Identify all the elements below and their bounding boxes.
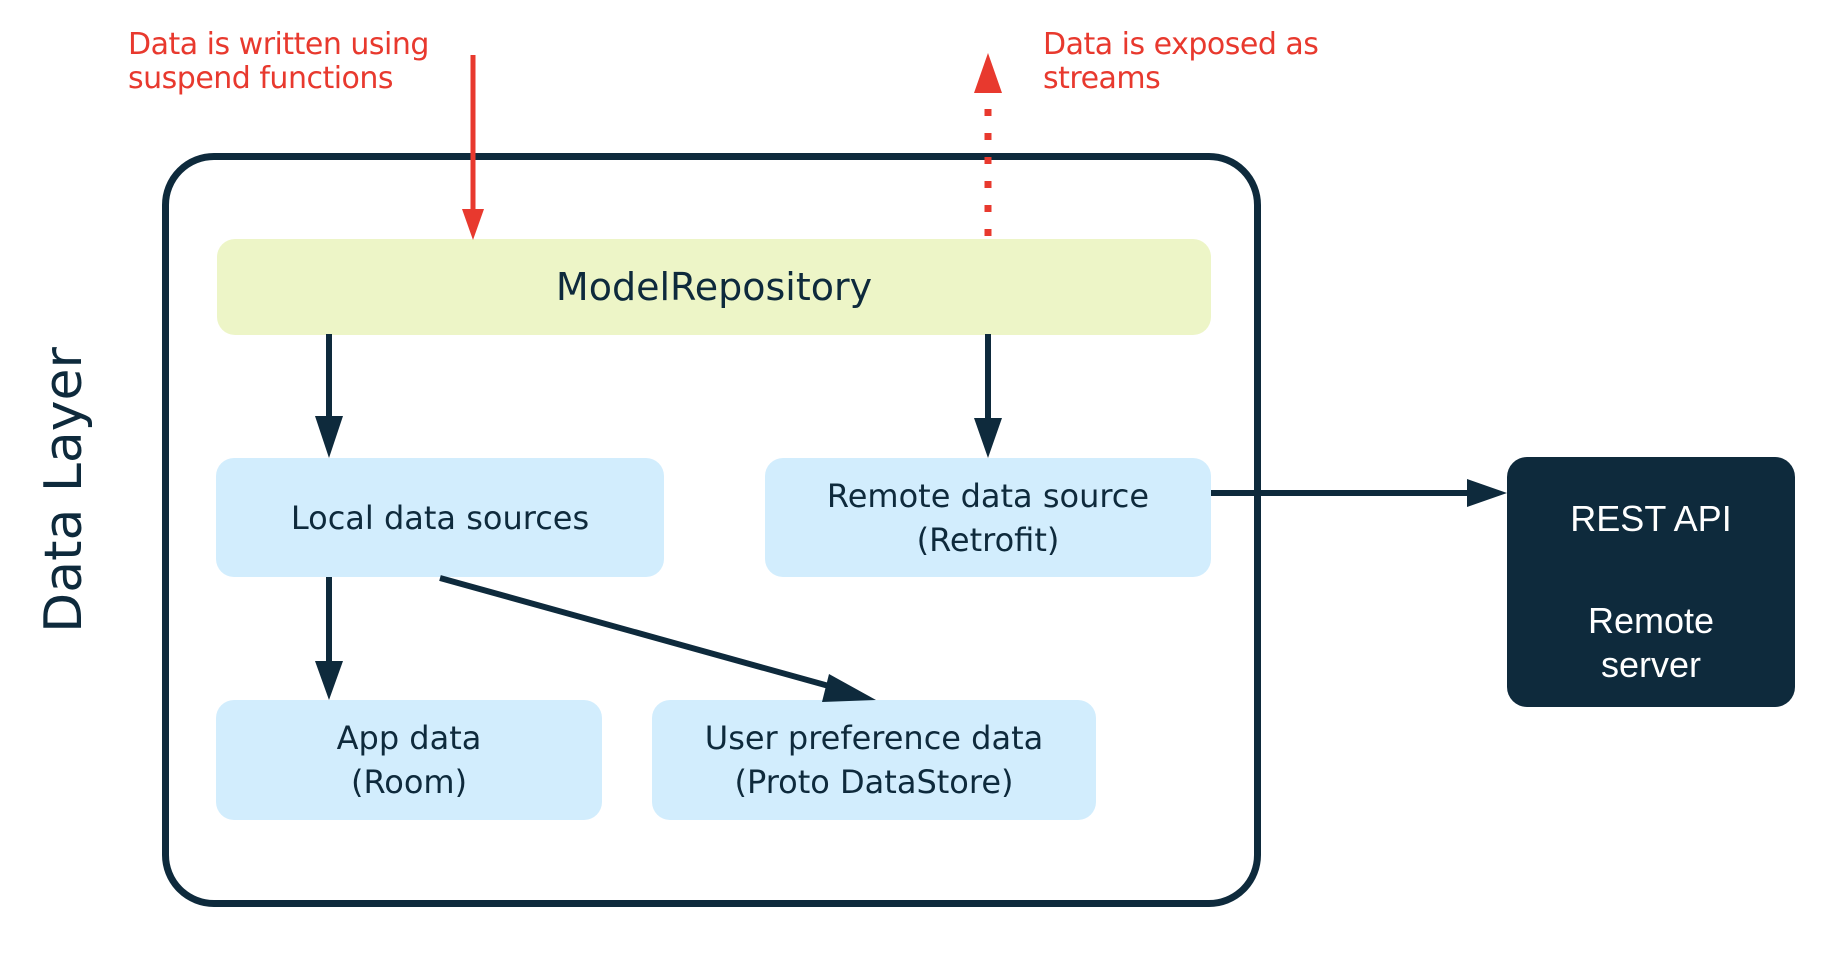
expose-annotation: Data is exposed as streams: [1043, 27, 1319, 96]
expose-annotation-line: Data is exposed as: [1043, 27, 1319, 62]
remote-data-source-node[interactable]: Remote data source (Retrofit): [765, 458, 1211, 577]
app-data-node[interactable]: App data (Room): [216, 700, 602, 820]
model-repository-label: ModelRepository: [555, 265, 873, 309]
write-annotation-line: Data is written using: [128, 27, 429, 62]
data-layer-label: Data Layer: [34, 347, 94, 633]
write-annotation: Data is written using suspend functions: [128, 28, 429, 96]
expose-annotation-line: streams: [1043, 61, 1161, 96]
user-preference-data-sublabel: (Proto DataStore): [734, 763, 1014, 801]
remote-data-source-sublabel: (Retrofit): [916, 520, 1060, 559]
data-layer-container: [162, 153, 1261, 907]
app-data-sublabel: (Room): [350, 763, 468, 801]
user-preference-data-node[interactable]: User preference data (Proto DataStore): [652, 700, 1096, 820]
app-data-label: App data: [336, 719, 482, 757]
user-preference-data-label: User preference data: [704, 719, 1044, 757]
write-annotation-line: suspend functions: [128, 61, 394, 96]
remote-server-node[interactable]: REST API Remote server: [1507, 457, 1795, 707]
remote-server-label: Remote: [1587, 600, 1715, 641]
local-data-sources-label: Local data sources: [290, 498, 590, 537]
local-data-sources-node[interactable]: Local data sources: [216, 458, 664, 577]
model-repository-node[interactable]: ModelRepository: [217, 239, 1211, 335]
remote-server-label-2: server: [1600, 644, 1702, 685]
remote-data-source-label: Remote data source: [826, 476, 1150, 515]
rest-api-label: REST API: [1570, 498, 1732, 539]
expose-arrow-head: [974, 53, 1002, 93]
